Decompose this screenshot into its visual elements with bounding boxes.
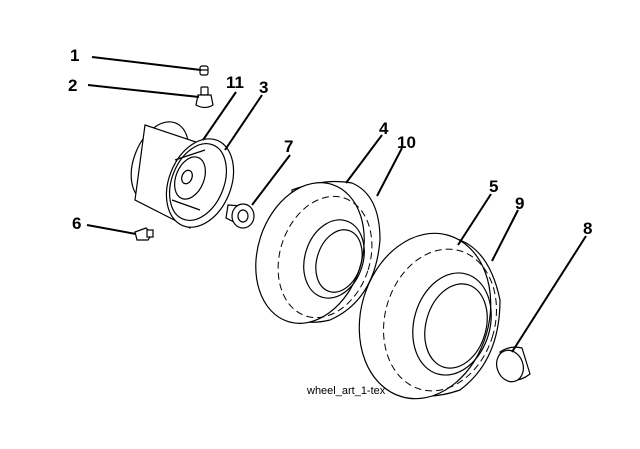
callout-2: 2 [68, 76, 77, 95]
callout-8: 8 [583, 219, 592, 238]
part-rear-tire [358, 232, 501, 400]
callout-10: 10 [397, 133, 416, 152]
callout-5: 5 [489, 177, 498, 196]
part-front-tire [255, 180, 381, 324]
leader-3 [224, 94, 263, 151]
part-bushing [225, 203, 255, 229]
part-rim-assembly [130, 121, 235, 229]
leader-lines [86, 56, 587, 353]
leader-10 [376, 147, 403, 197]
leader-2 [87, 84, 200, 98]
callout-11: 11 [226, 73, 244, 92]
leader-6 [86, 224, 137, 235]
callout-4: 4 [379, 119, 389, 138]
callout-1: 1 [70, 46, 79, 65]
figure-caption: wheel_art_1-tex [306, 385, 386, 397]
callout-labels: 1 2 11 3 6 7 4 10 5 9 8 [68, 46, 592, 238]
part-valve-stem [195, 86, 214, 109]
leader-1 [91, 56, 202, 71]
part-valve-cap [199, 65, 209, 76]
callout-6: 6 [72, 214, 81, 233]
leader-7 [251, 154, 291, 206]
leader-4 [345, 134, 383, 184]
part-grease-fitting [134, 227, 154, 241]
part-hub-cap [496, 346, 531, 383]
leader-5 [457, 193, 492, 246]
callout-7: 7 [284, 137, 293, 156]
callout-9: 9 [515, 194, 524, 213]
leader-11 [202, 91, 237, 141]
leader-9 [491, 209, 519, 262]
callout-3: 3 [259, 78, 268, 97]
leader-8 [511, 235, 587, 353]
